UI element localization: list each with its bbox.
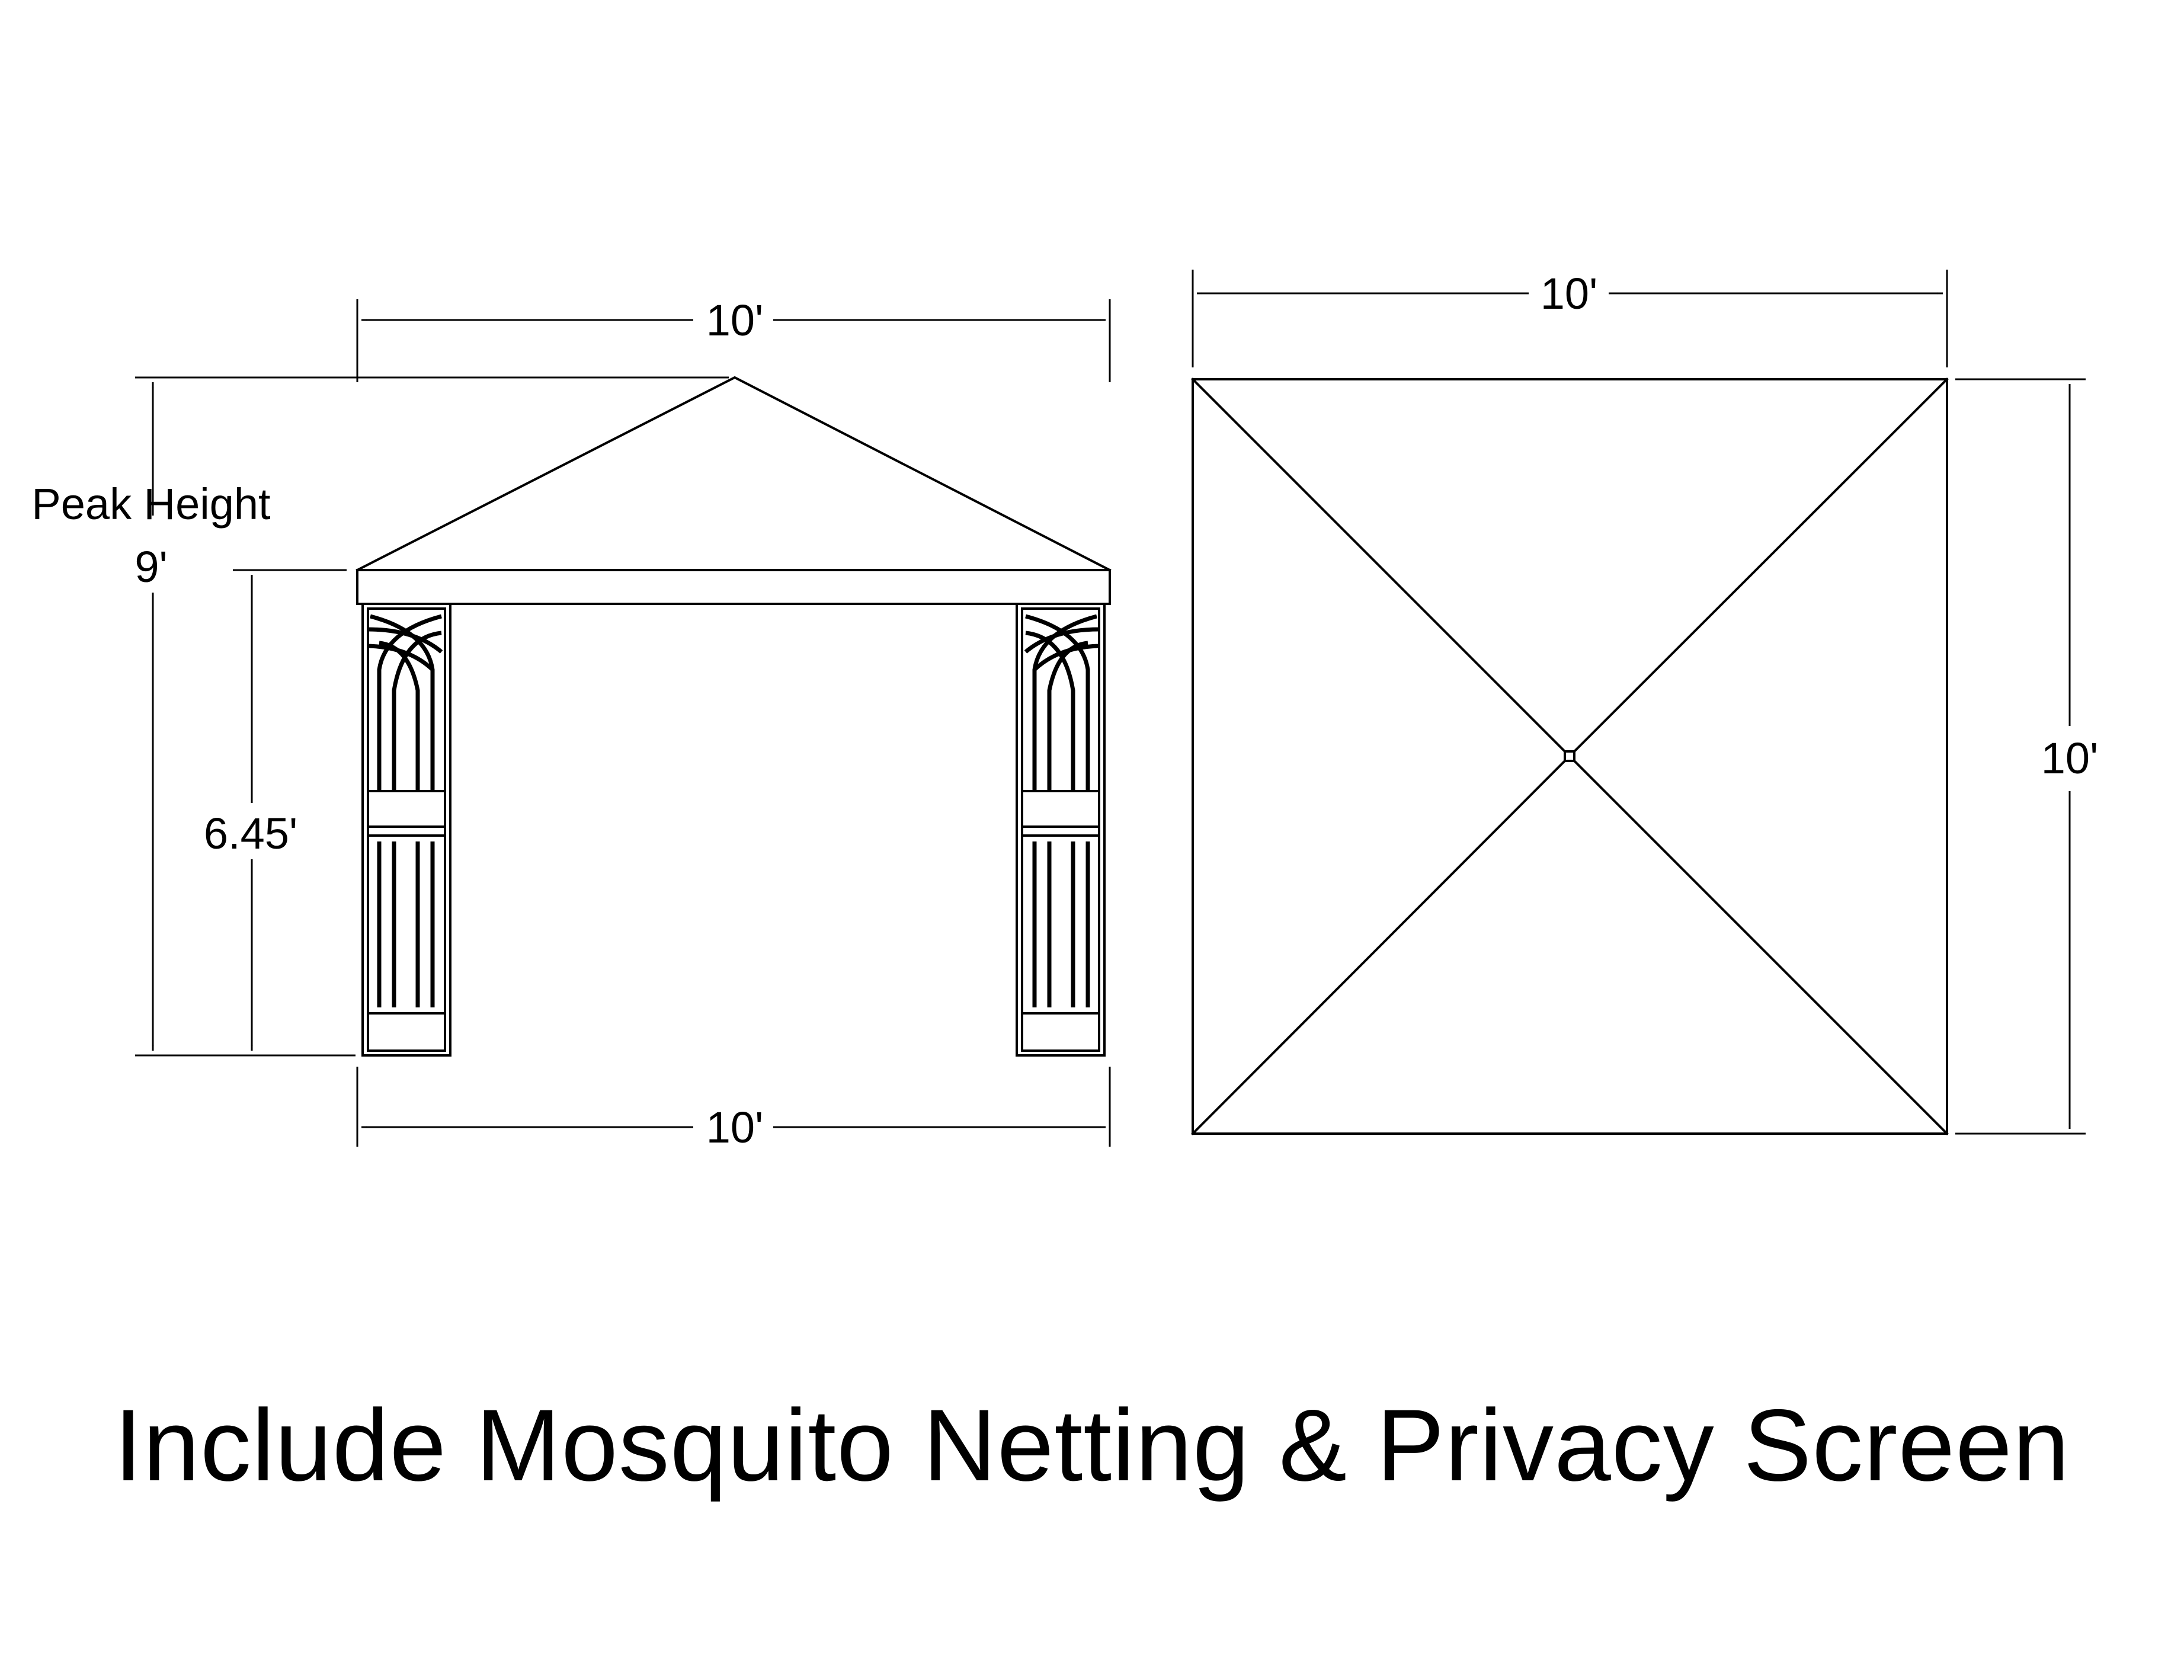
side-height-label: 6.45'	[204, 809, 297, 858]
peak-height-dimension: Peak Height 9'	[31, 376, 729, 1057]
plan-top-width-label: 10'	[1541, 269, 1597, 318]
front-roof	[356, 376, 1112, 605]
plan-center-finial	[1564, 750, 1575, 762]
side-height-dimension: 6.45'	[204, 569, 347, 1051]
front-bottom-width-label: 10'	[706, 1103, 763, 1152]
plan-right-depth-label: 10'	[2041, 734, 2098, 783]
front-bottom-width-dimension: 10'	[356, 1067, 1111, 1152]
peak-height-value: 9'	[135, 542, 167, 591]
product-caption: Include Mosquito Netting & Privacy Scree…	[114, 1388, 2070, 1502]
plan-top-width-dimension: 10'	[1192, 269, 1948, 367]
front-top-width-label: 10'	[706, 296, 763, 345]
front-top-width-dimension: 10'	[356, 296, 1111, 382]
plan-right-depth-dimension: 10'	[1955, 378, 2098, 1135]
peak-height-title: Peak Height	[31, 479, 271, 529]
front-elevation-view: 10'	[31, 296, 1112, 1152]
right-side-panel	[1016, 603, 1106, 1057]
left-side-panel	[361, 603, 451, 1057]
plan-roof-outline	[1192, 378, 1948, 1135]
top-plan-view: 10' 10'	[1191, 269, 2098, 1135]
